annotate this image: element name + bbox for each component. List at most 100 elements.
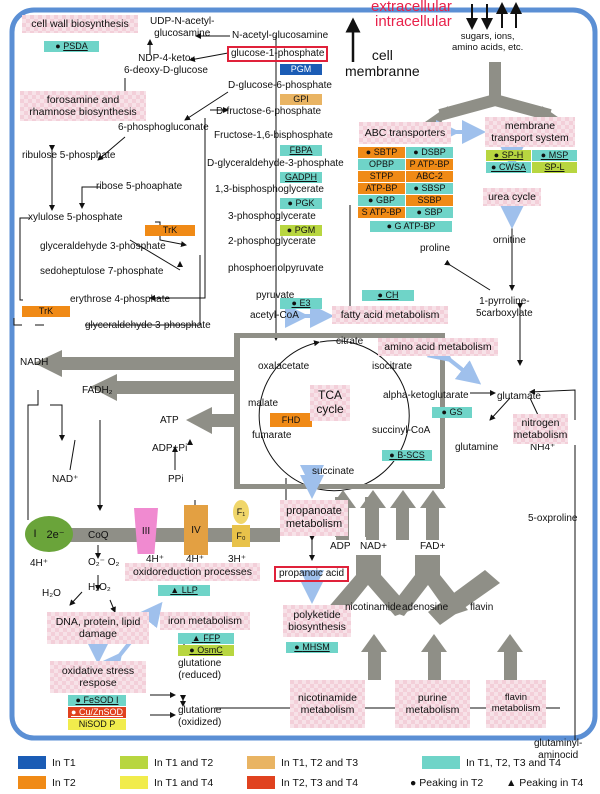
h2o: H₂O	[42, 588, 61, 599]
mhsm-tag: ● MHSM	[286, 642, 338, 653]
gs-label: GS	[449, 407, 463, 417]
legend-label: In T1, T2 and T3	[281, 757, 359, 769]
ch-tag: ● CH	[362, 290, 414, 301]
complex-iii-label: III	[141, 525, 151, 537]
bscs-label: B-SCS	[397, 450, 425, 460]
legend-label: In T1, T2, T3 and T4	[466, 757, 561, 769]
pgm2-label: PGM	[294, 225, 316, 235]
glyceraldehyde-3-phosphate: D-glyceraldehyde-3-phosphate	[207, 158, 344, 169]
h2o2: H₂O₂	[88, 582, 111, 593]
legend-swatch	[18, 756, 46, 769]
legend-swatch	[247, 776, 275, 789]
e3-label: E3	[299, 298, 311, 308]
abc-tag: OPBP	[358, 159, 405, 170]
trk-tag-1: TrK	[145, 225, 195, 236]
membrane-transport-tag: ● MSP	[532, 150, 577, 161]
pgm-tag-1: PGM	[280, 64, 322, 75]
4h-a: 4H⁺	[30, 558, 49, 569]
fesod-tag: ● FeSOD I	[68, 695, 126, 706]
pyrroline-5-carboxylate: 1-pyrroline- 5carboxylate	[476, 296, 533, 319]
nicotinamide-metabolism-box: nicotinamide metabolism	[290, 680, 365, 728]
6-phosphogluconate: 6-phosphogluconate	[118, 122, 209, 133]
e3-tag: ● E3	[280, 298, 322, 309]
coq: CoQ	[88, 530, 109, 541]
glucose-6-phosphate: D-glucose-6-phosphate	[228, 80, 332, 91]
llp-tag: ▲ LLP	[158, 585, 210, 596]
n-acetyl-glucosamine: N-acetyl-glucosamine	[232, 30, 329, 41]
abc-tag: SSBP	[406, 195, 453, 206]
ffp-tag: ▲ FFP	[178, 633, 234, 644]
cuzn-label: Cu/ZnSOD	[78, 707, 123, 717]
legend-swatch	[247, 756, 275, 769]
atp: ATP	[160, 415, 179, 426]
proline: proline	[420, 243, 451, 254]
flavin: flavin	[470, 602, 494, 613]
glutatione-oxidized: glutatione (oxidized)	[178, 705, 222, 728]
legend-label: In T2, T3 and T4	[281, 777, 359, 789]
nisod-tag: NiSOD P	[68, 719, 126, 730]
cell-membrane	[9, 7, 598, 741]
abc-transporters-box: ABC transporters	[359, 122, 451, 144]
abc-tag: S ATP-BP	[358, 207, 405, 218]
glutamate: glutamate	[497, 391, 541, 402]
succinyl-coa: succinyl-CoA	[372, 425, 431, 436]
glutatione-reduced: glutatione (reduced)	[178, 658, 222, 681]
nicotinamide: nicotinamide	[345, 602, 402, 613]
ribulose-5-phosphate: ribulose 5-phosphate	[22, 150, 116, 161]
abc-tag: ● SBSP	[406, 183, 453, 194]
osmc-tag: ● OsmC	[178, 645, 234, 656]
complex-i-label: I	[33, 528, 37, 540]
legend-mark: ● Peaking in T2	[410, 777, 484, 789]
adp: ADP	[330, 541, 351, 552]
4h-b: 4H⁺	[146, 554, 165, 565]
mhsm-label: MHSM	[302, 642, 330, 652]
polyketide-biosynthesis-box: polyketide biosynthesis	[283, 605, 351, 637]
pyruvate: pyruvate	[256, 290, 295, 301]
fad-plus: FAD+	[420, 541, 446, 552]
glutamine: glutamine	[455, 442, 499, 453]
nitrogen-metabolism-box: nitrogen metabolism	[513, 414, 568, 444]
membrane-transport-box: membrane transport system	[485, 117, 575, 147]
abc-tag: ● DSBP	[406, 147, 453, 158]
nad-plus: NAD⁺	[52, 474, 79, 485]
legend-label: In T1 and T2	[154, 757, 214, 769]
legend-swatch	[422, 756, 460, 769]
2-phosphoglycerate: 2-phosphoglycerate	[228, 236, 316, 247]
llp-label: LLP	[181, 585, 198, 595]
nadh: NADH	[20, 357, 49, 368]
fadh2: FADH₂	[82, 385, 113, 396]
erythrose-4-phosphate: erythrose 4-phosphate	[70, 294, 171, 305]
cell-membrane-label: cell membranne	[345, 47, 420, 80]
alpha-ketoglutarate: alpha-ketoglutarate	[383, 390, 469, 401]
abc-tag: STPP	[358, 171, 405, 182]
fesod-label: FeSOD I	[83, 695, 119, 705]
f0-label: F₀	[236, 531, 246, 541]
membrane-transport-tag: ● SP-H	[486, 150, 531, 161]
bisphosphoglycerate: 1,3-bisphosphoglycerate	[215, 184, 324, 195]
propanoate-metabolism-box: propanoate metabolism	[280, 500, 348, 536]
membrane-transport-tag: SP-L	[532, 162, 577, 173]
nutrients-label: sugars, ions, amino acids, etc.	[452, 31, 524, 53]
tca-cycle-box: TCA cycle	[310, 385, 350, 421]
abc-tag: ABC-2	[406, 171, 453, 182]
pgk-label: PGK	[295, 198, 315, 208]
flavin-metabolism-box: flavin metabolism	[486, 680, 546, 728]
5-oxoproline: 5-oxproline	[528, 513, 578, 524]
gadph-tag: GADPH	[280, 172, 322, 183]
glutaminyl-aminocid: glutaminyl- aminocid	[534, 738, 583, 761]
abc-tag: ● SBTP	[358, 147, 405, 158]
extracellular-label: extracellular	[371, 0, 452, 15]
gpi-tag: GPI	[280, 94, 322, 105]
gs-tag: ● GS	[432, 407, 472, 418]
fbpa-tag: FBPA	[280, 145, 322, 156]
legend-label: In T1 and T4	[154, 777, 214, 789]
atp-synthase-f1: F₁	[233, 500, 249, 524]
legend-swatch	[120, 756, 148, 769]
pgk-tag: ● PGK	[280, 198, 322, 209]
dna-damage-box: DNA, protein, lipid damage	[47, 612, 149, 644]
phosphoenolpyruvate: phosphoenolpyruvate	[228, 263, 324, 274]
gatp-label: G ATP-BP	[394, 221, 436, 231]
adenosine: adenosine	[402, 602, 449, 613]
forosamine-box: forosamine and rhamnose biosynthesis	[20, 91, 146, 121]
